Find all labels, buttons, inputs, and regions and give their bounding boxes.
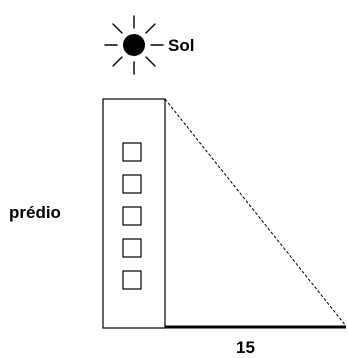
building-window <box>122 206 142 226</box>
sun-ray <box>112 23 123 34</box>
building-label: prédio <box>9 203 61 222</box>
building-window <box>122 270 142 290</box>
sun-label: Sol <box>168 36 194 55</box>
sun-ray <box>145 56 156 67</box>
sun-ray <box>112 56 123 67</box>
sun-ray <box>145 23 156 34</box>
sun-icon <box>104 15 164 75</box>
shadow-length-label: 15 <box>236 338 255 357</box>
building-window <box>122 238 142 258</box>
building-window <box>122 142 142 162</box>
sun-disc <box>123 34 145 56</box>
shadow-ray <box>164 98 347 327</box>
building-window <box>122 174 142 194</box>
building-windows <box>122 142 142 290</box>
